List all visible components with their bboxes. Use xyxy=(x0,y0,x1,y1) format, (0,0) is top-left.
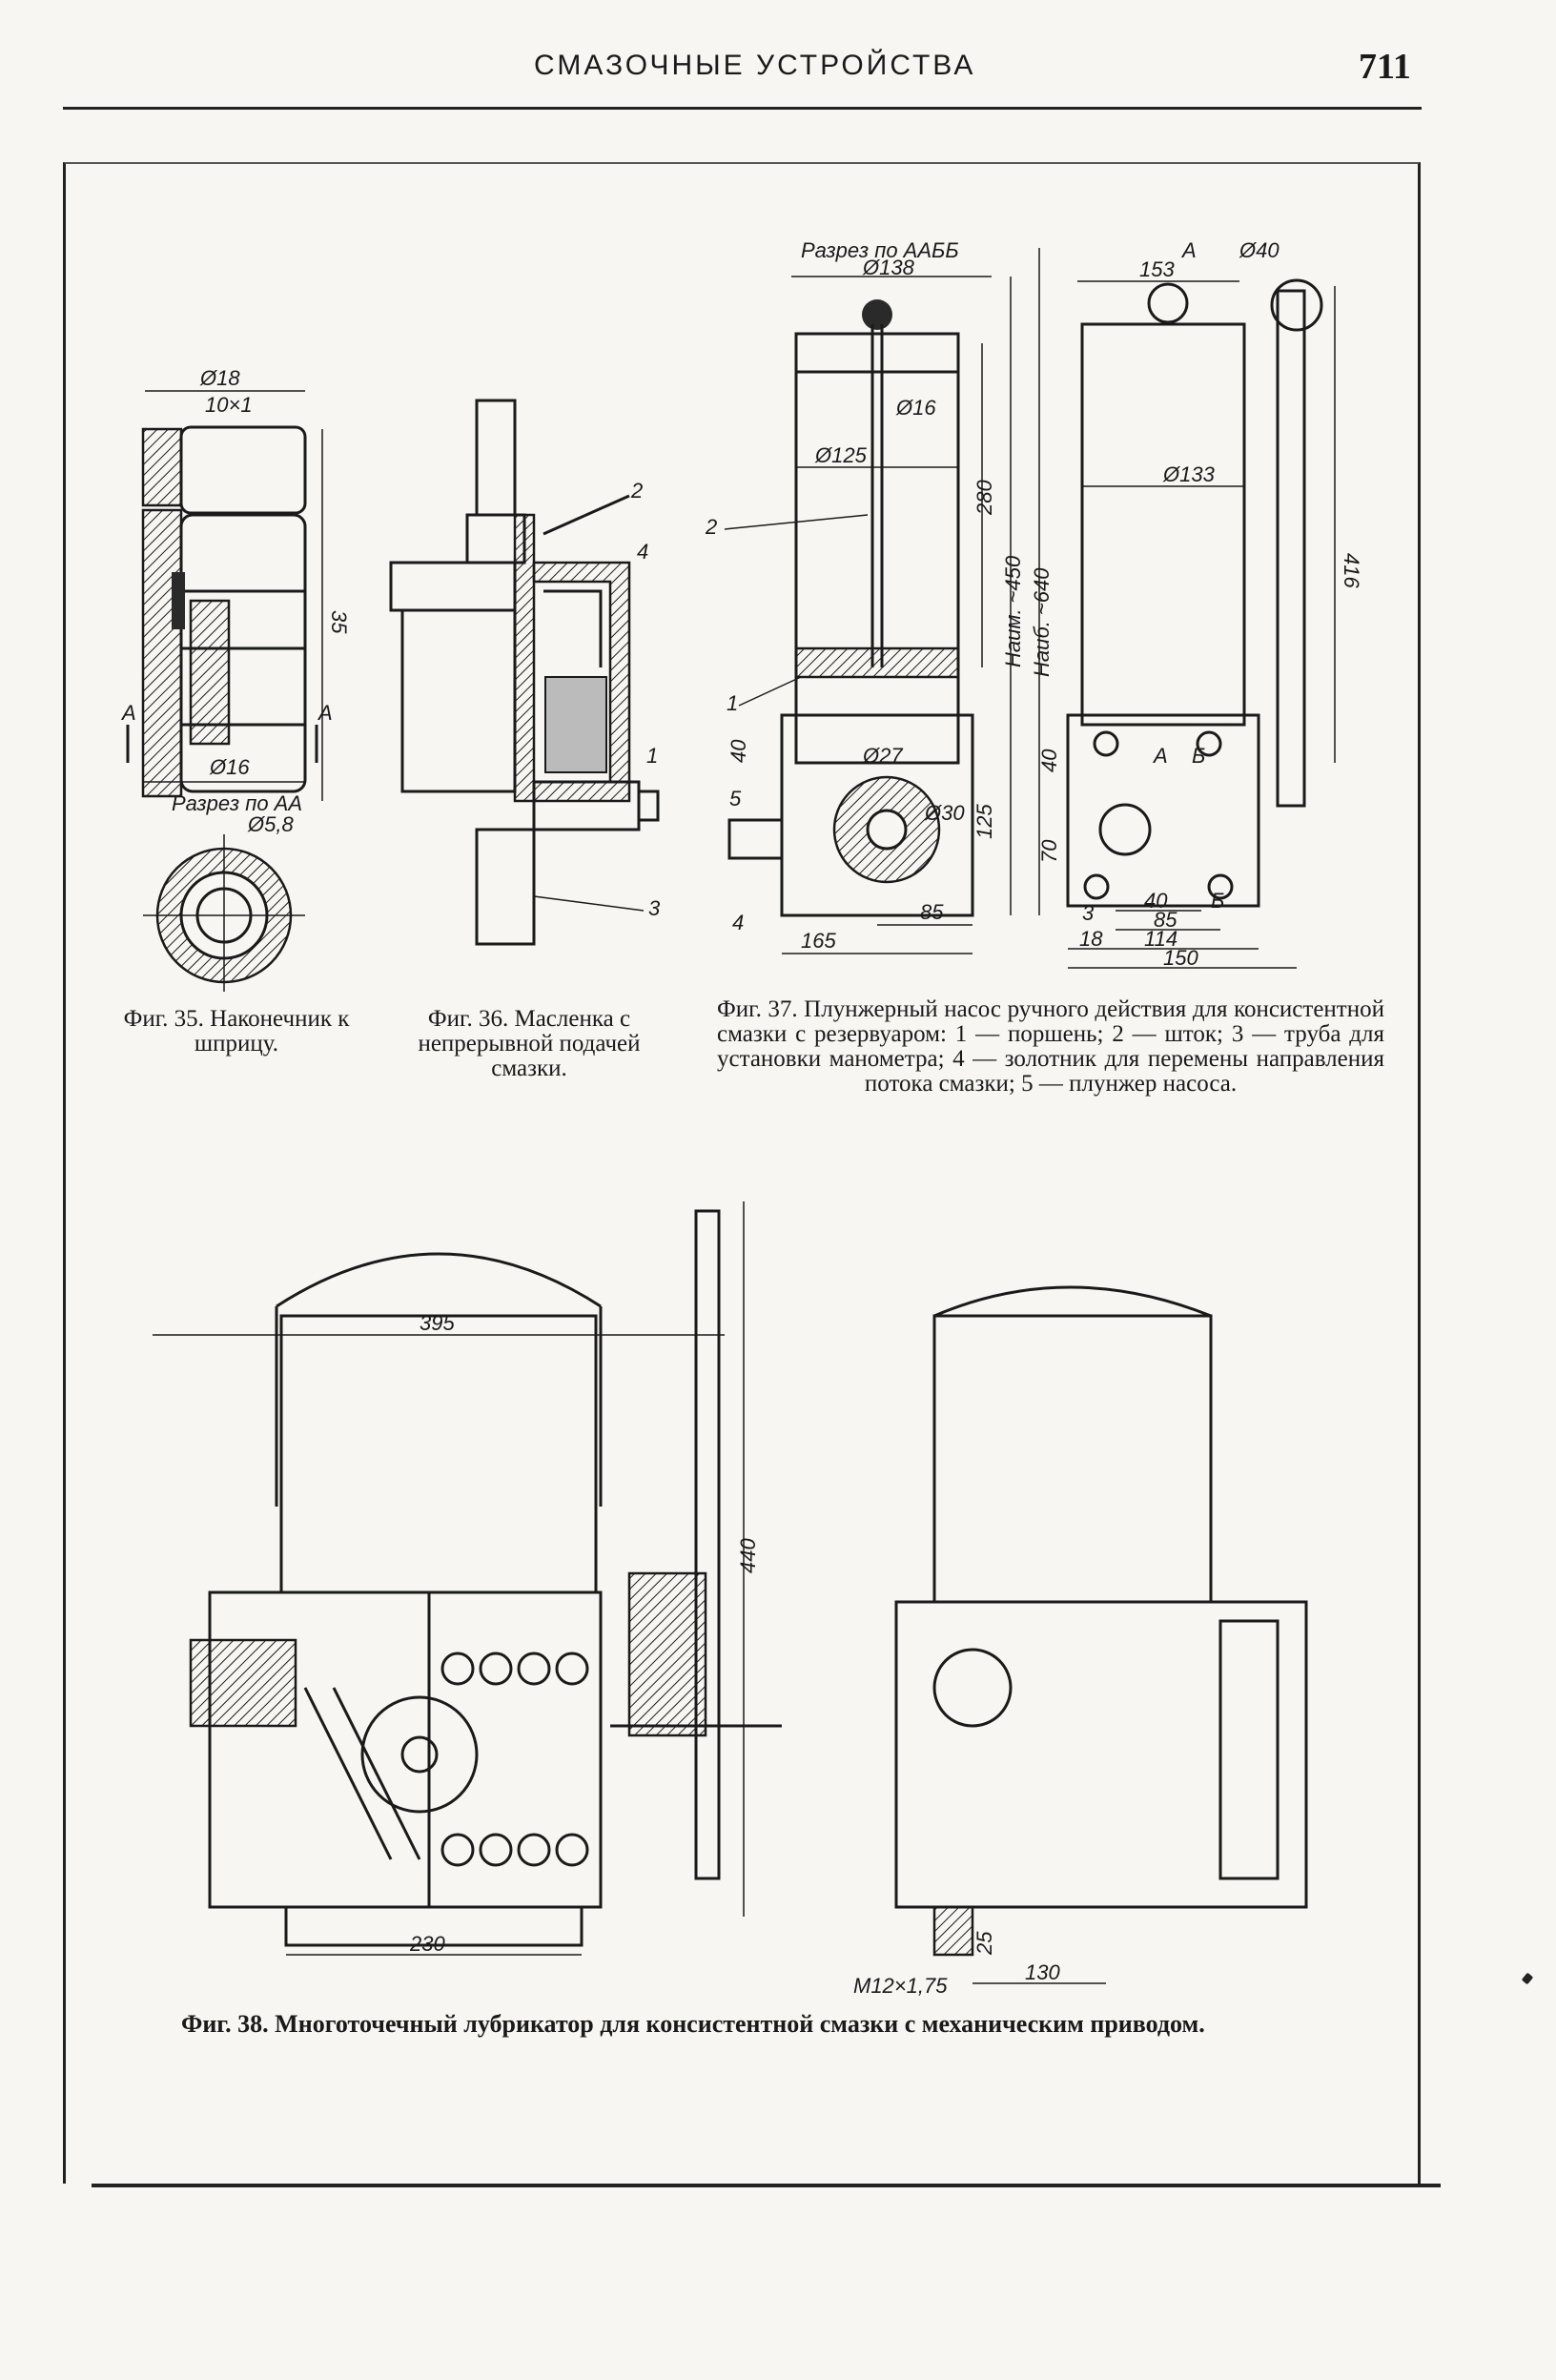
fig35-label-a-right: А xyxy=(317,701,333,725)
fig38-label-w230: 230 xyxy=(409,1932,445,1956)
fig37-label-h125: 125 xyxy=(972,804,996,839)
frame-bottom-rule xyxy=(92,2184,1441,2187)
fig37-label-w114: 114 xyxy=(1144,927,1177,951)
fig36-label-1: 1 xyxy=(646,744,658,768)
fig35-label-len35: 35 xyxy=(327,610,351,634)
fig37-label-b-b: Б xyxy=(1192,744,1205,768)
fig37-label-n1: 1 xyxy=(727,691,738,715)
figure-36-drawing: 2 4 1 3 xyxy=(389,399,661,946)
figure-38-drawing: 395 440 230 M12×1,75 25 130 xyxy=(153,1201,1308,1998)
fig35-label-a-left: А xyxy=(120,701,136,725)
fig38-caption: Фиг. 38. Многоточечный лубрикатор для ко… xyxy=(181,2010,1205,2038)
fig37-label-d138: Ø138 xyxy=(862,256,915,279)
header-rule xyxy=(63,107,1422,110)
fig37-label-n4: 4 xyxy=(732,911,744,934)
fig38-label-w130: 130 xyxy=(1025,1960,1060,1984)
fig37-label-w18: 18 xyxy=(1079,927,1103,951)
scan-speck xyxy=(1521,1972,1534,1985)
fig35-caption: Фиг. 35. Наконечник к шприцу. xyxy=(123,1006,350,1057)
fig38-label-w395: 395 xyxy=(420,1311,455,1335)
fig37-label-n5: 5 xyxy=(729,787,742,810)
fig37-label-d16: Ø16 xyxy=(895,396,936,420)
fig35-label-section: Разрез по АА xyxy=(172,791,302,815)
figure-37-drawing: Разрез по ААББ Ø138 Ø16 Ø125 280 Наим. ~… xyxy=(705,238,1363,970)
page-number: 711 xyxy=(1359,47,1411,87)
fig37-label-d40: Ø40 xyxy=(1239,238,1280,262)
fig37-label-a: А xyxy=(1180,238,1197,262)
fig37-label-d125: Ø125 xyxy=(814,443,868,467)
fig35-label-d58: Ø5,8 xyxy=(247,812,294,836)
fig38-label-h440: 440 xyxy=(736,1538,760,1573)
fig37-label-w150: 150 xyxy=(1163,946,1198,970)
fig37-label-b-b2: Б xyxy=(1211,889,1224,913)
figure-35-drawing: Ø18 10×1 35 А А Ø16 Разрез по АА Ø5,8 xyxy=(120,366,351,992)
fig37-label-w85b: 85 xyxy=(1154,908,1177,932)
fig37-label-b-a: А xyxy=(1152,744,1168,768)
fig36-label-4: 4 xyxy=(637,540,648,564)
fig37-label-h40: 40 xyxy=(727,739,750,763)
fig37-caption: Фиг. 37. Плунжерный насос ручного действ… xyxy=(717,996,1384,1097)
fig36-caption: Фиг. 36. Масленка с непрерывной подачей … xyxy=(418,1006,641,1081)
fig37-label-h280: 280 xyxy=(972,480,996,516)
fig37-label-d133: Ø133 xyxy=(1162,462,1216,486)
fig36-label-3: 3 xyxy=(648,896,661,920)
fig37-label-w153: 153 xyxy=(1139,257,1175,281)
fig37-label-n2: 2 xyxy=(705,515,717,539)
fig35-label-d18: Ø18 xyxy=(199,366,240,390)
fig37-label-d27: Ø27 xyxy=(862,744,903,768)
fig35-label-d16: Ø16 xyxy=(209,755,250,779)
fig37-label-h70: 70 xyxy=(1037,839,1061,863)
fig36-label-2: 2 xyxy=(630,479,643,503)
fig38-label-thread: M12×1,75 xyxy=(853,1974,948,1998)
fig37-label-h416: 416 xyxy=(1340,553,1363,588)
running-head: СМАЗОЧНЫЕ УСТРОЙСТВА xyxy=(534,50,976,81)
figure-frame xyxy=(63,162,1421,2184)
fig37-label-h40b: 40 xyxy=(1037,749,1061,772)
fig37-label-d30: Ø30 xyxy=(924,801,965,825)
fig37-label-w165: 165 xyxy=(801,929,836,953)
fig37-label-max: Наиб. ~640 xyxy=(1030,567,1054,677)
fig37-label-w40: 40 xyxy=(1144,889,1168,913)
fig35-label-thread: 10×1 xyxy=(205,393,253,417)
fig38-label-h25: 25 xyxy=(972,1931,996,1956)
fig38-outlets-top xyxy=(440,1652,589,1867)
fig37-label-min: Наим. ~450 xyxy=(1001,555,1025,667)
fig37-label-section: Разрез по ААББ xyxy=(801,238,959,262)
fig37-label-w85: 85 xyxy=(920,900,944,924)
